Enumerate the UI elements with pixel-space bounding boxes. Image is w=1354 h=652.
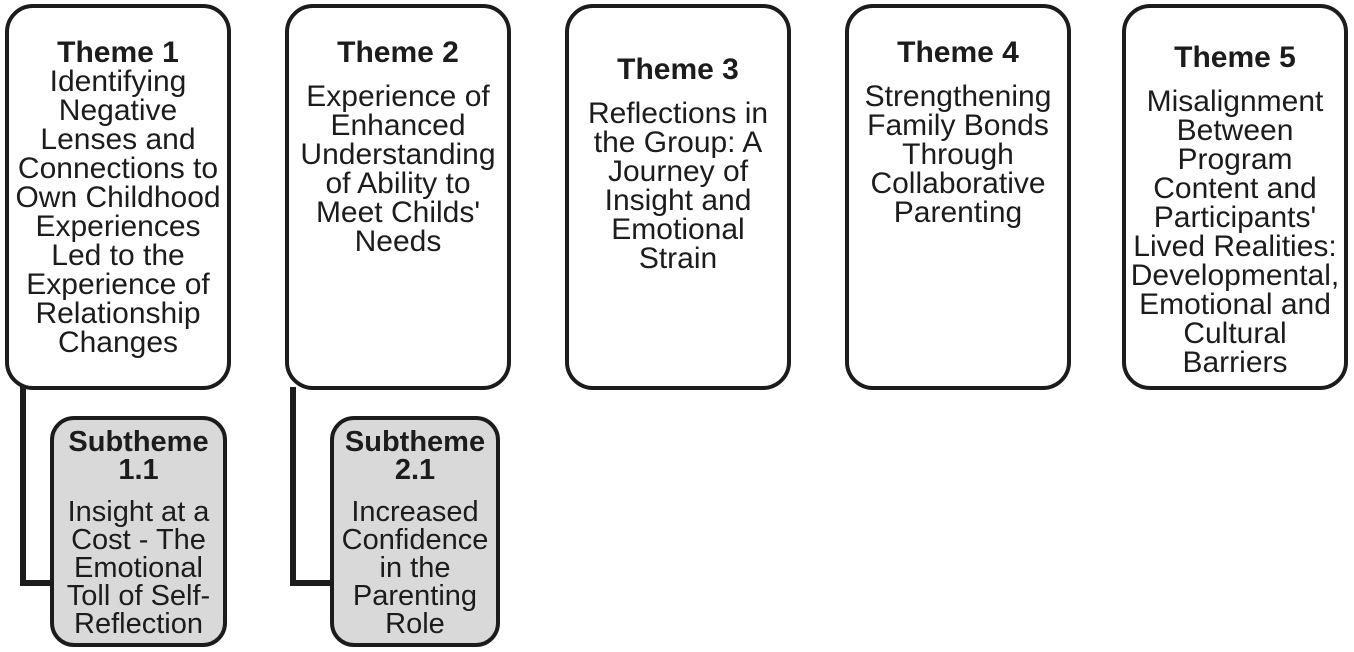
connector-theme1-subtheme11-horizontal	[20, 580, 54, 586]
theme-3-title: Theme 3	[617, 53, 739, 86]
theme-3-text: Reflections in the Group: A Journey of I…	[587, 97, 769, 275]
connector-theme2-subtheme21-horizontal	[290, 580, 334, 586]
subtheme-1-1-text: Insight at a Cost - The Emotional Toll o…	[66, 496, 211, 640]
theme-1-title: Theme 1	[57, 36, 179, 69]
theme-box-1: Theme 1 Identifying Negative Lenses and …	[5, 4, 231, 390]
theme-5-title: Theme 5	[1174, 41, 1296, 74]
subtheme-box-2-1: Subtheme 2.1 Increased Confidence in the…	[330, 416, 500, 647]
theme-5-text: Misalignment Between Program Content and…	[1130, 85, 1340, 379]
subtheme-box-1-1: Subtheme 1.1 Insight at a Cost - The Emo…	[50, 416, 227, 647]
subtheme-2-1-text: Increased Confidence in the Parenting Ro…	[341, 496, 489, 640]
theme-box-4: Theme 4 Strengthening Family Bonds Throu…	[845, 4, 1071, 390]
theme-box-2: Theme 2 Experience of Enhanced Understan…	[285, 4, 511, 390]
connector-theme1-subtheme11-vertical	[20, 387, 26, 586]
theme-box-5: Theme 5 Misalignment Between Program Con…	[1122, 4, 1348, 390]
subtheme-1-1-title: Subtheme 1.1	[68, 426, 209, 486]
theme-4-text: Strengthening Family Bonds Through Colla…	[864, 80, 1052, 229]
theme-2-title: Theme 2	[337, 36, 459, 69]
theme-box-3: Theme 3 Reflections in the Group: A Jour…	[565, 4, 791, 390]
theme-1-text: Identifying Negative Lenses and Connecti…	[15, 65, 221, 359]
theme-4-title: Theme 4	[897, 36, 1019, 69]
theme-2-text: Experience of Enhanced Understanding of …	[300, 80, 496, 258]
subtheme-2-1-title: Subtheme 2.1	[344, 426, 486, 486]
connector-theme2-subtheme21-vertical	[290, 387, 296, 586]
